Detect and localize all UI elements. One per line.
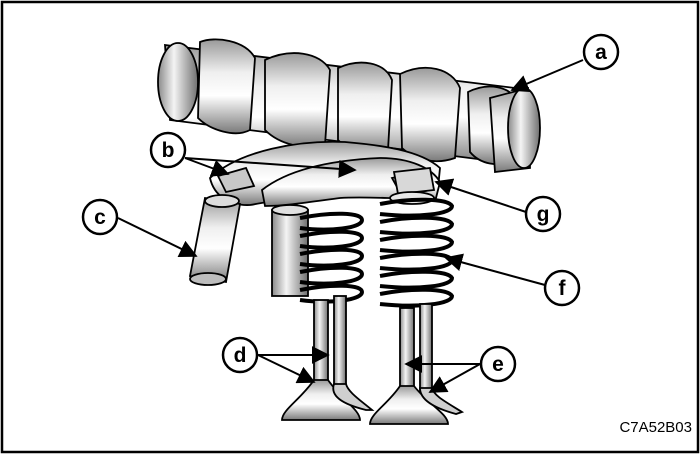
figure-code: C7A52B03	[619, 419, 692, 436]
callout-e: e	[479, 345, 517, 383]
svg-text:a: a	[595, 41, 607, 64]
svg-text:e: e	[492, 353, 504, 376]
callout-f: f	[543, 269, 581, 307]
right-valve-spring	[379, 197, 455, 308]
lash-adjuster	[188, 194, 242, 286]
svg-text:c: c	[94, 206, 106, 229]
callout-leaders	[117, 59, 584, 393]
svg-text:f: f	[559, 277, 567, 300]
callout-d: d	[221, 336, 259, 374]
svg-text:b: b	[162, 139, 175, 162]
callout-g: g	[524, 195, 562, 233]
right-valve-assembly	[369, 167, 465, 425]
callout-a: a	[582, 33, 620, 71]
left-valve-spring	[299, 211, 365, 304]
svg-text:g: g	[537, 203, 550, 226]
left-valve-assembly	[271, 204, 375, 421]
svg-text:d: d	[234, 344, 247, 367]
callout-c: c	[81, 198, 119, 236]
callout-b: b	[149, 131, 187, 169]
